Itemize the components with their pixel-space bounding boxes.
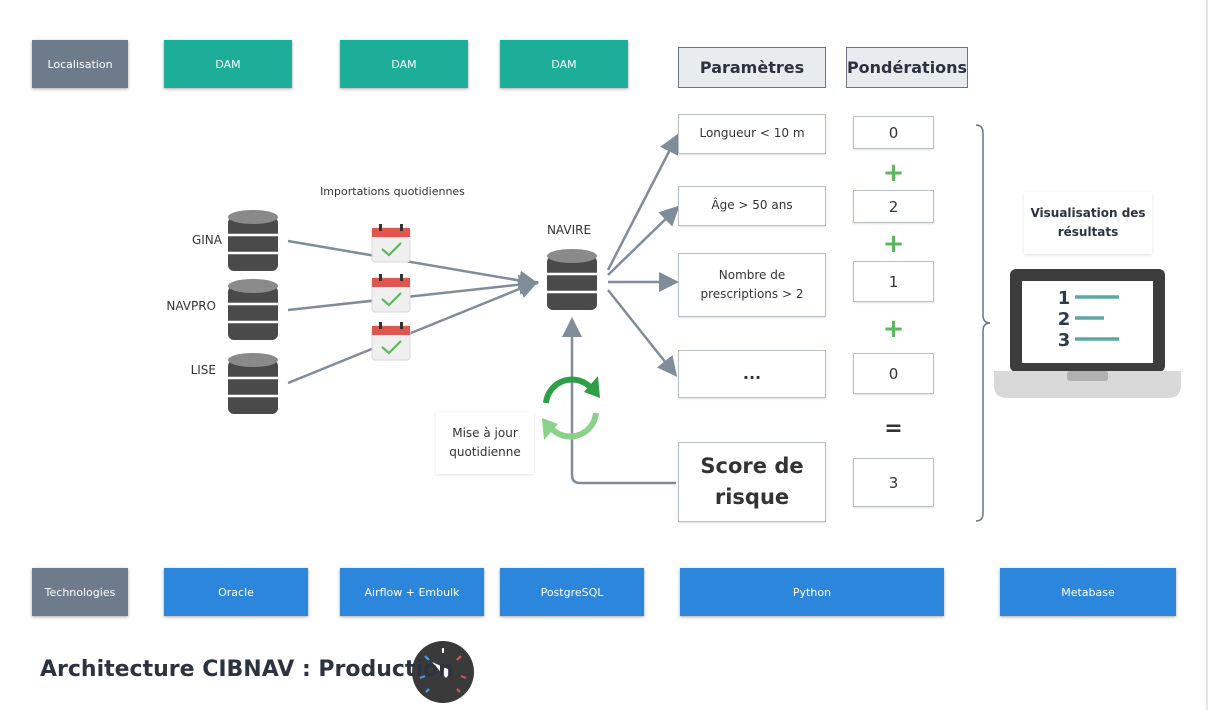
ranking-1: 1 <box>1058 288 1071 309</box>
gauge-icon <box>412 641 474 703</box>
header-parametres: Paramètres <box>678 47 826 88</box>
equals-sign: = <box>884 415 903 441</box>
database-icon-gina <box>228 210 278 271</box>
calendar-check-icon-1 <box>371 224 411 263</box>
row-label-technologies: Technologies <box>32 568 128 616</box>
arrow-navire-param-1 <box>606 133 679 271</box>
page-title: Architecture CIBNAV : Production <box>40 657 454 682</box>
parameter-box-4: ... <box>678 350 826 398</box>
calendar-check-icon-2 <box>371 274 411 313</box>
weight-box-3: 1 <box>853 261 934 302</box>
arrow-lise-navire <box>287 279 539 385</box>
database-icon-navire <box>547 249 597 310</box>
ranking-2: 2 <box>1058 309 1071 330</box>
database-icon-navpro <box>228 279 278 340</box>
arrow-gina-navire <box>287 239 539 291</box>
visualisation-label: Visualisation des résultats <box>1024 192 1152 254</box>
tech-oracle: Oracle <box>164 568 308 616</box>
tech-postgresql: PostgreSQL <box>500 568 644 616</box>
tech-python: Python <box>680 568 944 616</box>
imports-label: Importations quotidiennes <box>320 185 465 198</box>
source-label-lise: LISE <box>190 363 216 377</box>
score-label: Score de risque <box>678 442 826 522</box>
localisation-cell-3: DAM <box>500 40 628 88</box>
plus-sign-3: + <box>882 314 905 344</box>
tech-metabase: Metabase <box>1000 568 1176 616</box>
header-ponderations: Pondérations <box>846 47 968 88</box>
arrow-score-navire <box>562 317 676 485</box>
weight-box-4: 0 <box>853 353 934 394</box>
right-border <box>1206 0 1208 710</box>
localisation-cell-2: DAM <box>340 40 468 88</box>
update-label: Mise à jour quotidienne <box>436 412 534 474</box>
brace-icon <box>975 124 991 522</box>
arrow-navire-param-2 <box>607 205 680 276</box>
laptop-icon <box>994 269 1181 398</box>
calendar-check-icon-3 <box>371 322 411 361</box>
plus-sign-1: + <box>882 158 905 188</box>
parameter-box-1: Longueur < 10 m <box>678 114 826 154</box>
row-label-localisation: Localisation <box>32 40 128 88</box>
arrow-navire-param-4 <box>607 289 678 377</box>
database-icon-lise <box>228 353 278 414</box>
ranking-3: 3 <box>1058 330 1071 351</box>
source-label-navpro: NAVPRO <box>166 299 216 313</box>
refresh-icon <box>542 376 600 440</box>
source-label-gina: GINA <box>191 233 222 247</box>
weight-box-2: 2 <box>853 190 934 223</box>
parameter-box-2: Âge > 50 ans <box>678 186 826 226</box>
arrow-navpro-navire <box>287 274 539 312</box>
parameter-box-3: Nombre de prescriptions > 2 <box>678 253 826 317</box>
navire-label: NAVIRE <box>546 223 592 237</box>
localisation-cell-1: DAM <box>164 40 292 88</box>
plus-sign-2: + <box>882 229 905 259</box>
score-value-box: 3 <box>853 458 934 507</box>
weight-box-1: 0 <box>853 116 934 149</box>
tech-airflow-embulk: Airflow + Embulk <box>340 568 484 616</box>
